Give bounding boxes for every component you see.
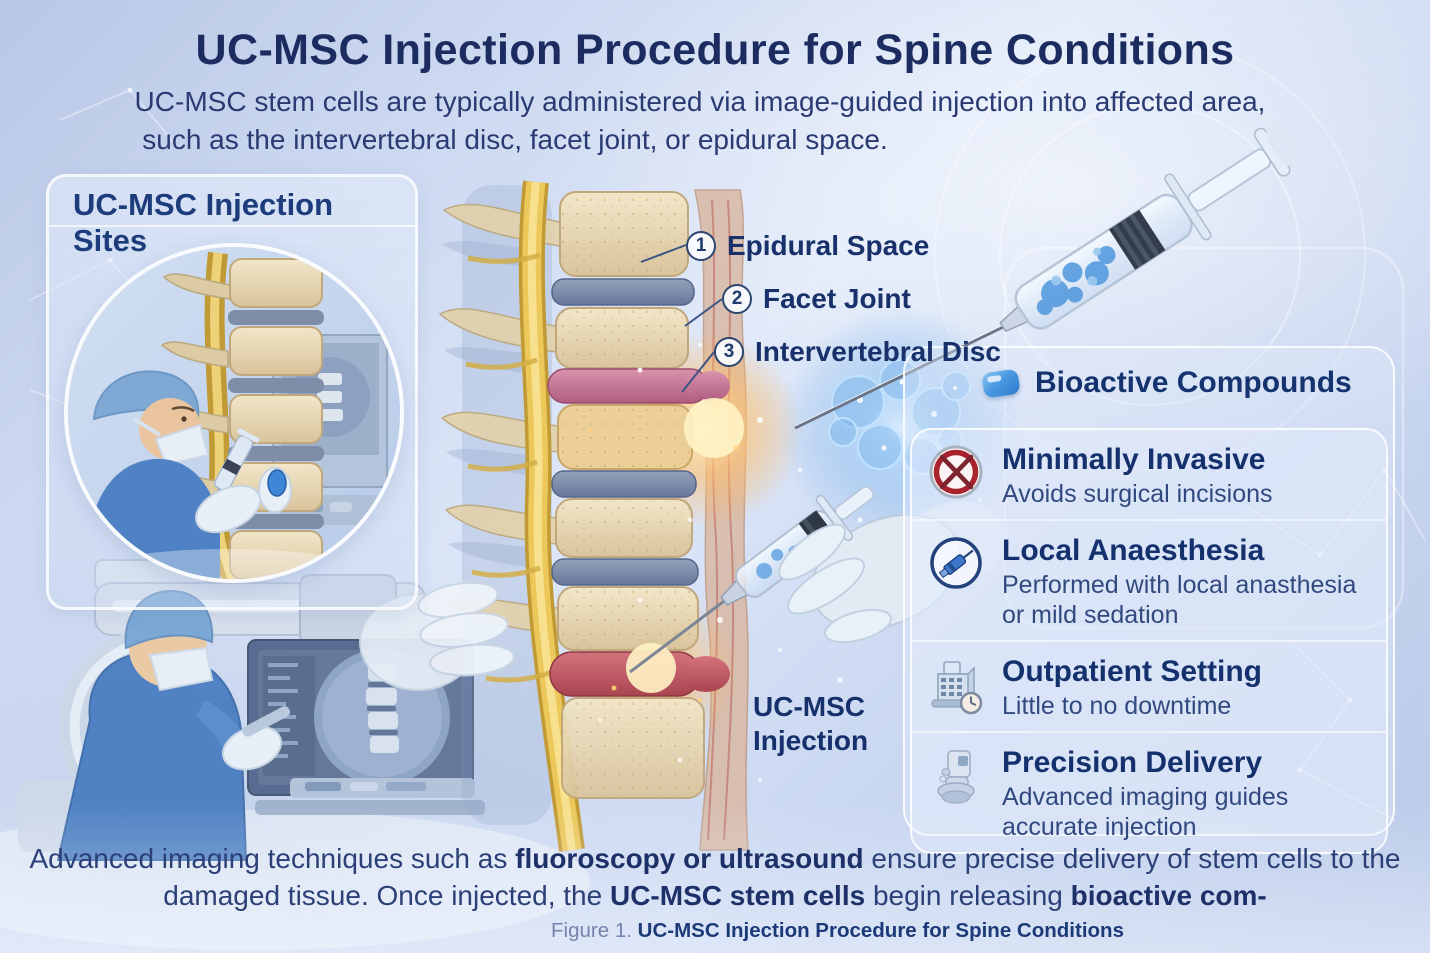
hospital-clock-icon (928, 654, 988, 721)
feature-local-anaesthesia: Local Anaesthesia Performed with local a… (912, 519, 1386, 640)
feature-minimally-invasive: Minimally Invasive Avoids surgical incis… (912, 430, 1386, 519)
syringe-top-illustration (794, 123, 1300, 430)
feature-precision-delivery: Precision Delivery Advanced imaging guid… (912, 731, 1386, 852)
benefits-list: Minimally Invasive Avoids surgical incis… (910, 428, 1388, 854)
site-label-epidural-space: 1 Epidural Space (686, 230, 929, 262)
bioactive-compounds-label: Bioactive Compounds (1035, 366, 1352, 399)
site-label-facet-joint: 2 Facet Joint (722, 283, 911, 315)
gloved-hand-left (359, 581, 515, 691)
label-leader-lines (640, 244, 723, 393)
benefits-panel-header: Bioactive Compounds (905, 348, 1393, 400)
feature-outpatient-setting: Outpatient Setting Little to no downtime (912, 640, 1386, 731)
procedure-inset-circle (64, 243, 404, 583)
site-number-1: 1 (686, 231, 716, 261)
site-number-3: 3 (714, 337, 744, 367)
syringe-icon (928, 533, 988, 630)
site-number-2: 2 (722, 284, 752, 314)
injection-sites-panel-title: UC-MSC Injection Sites (49, 177, 415, 258)
injection-sites-panel: UC-MSC Injection Sites (46, 174, 418, 610)
footer-line2: damaged tissue. Once injected, the UC-MS… (163, 880, 1267, 911)
no-incision-icon (928, 442, 988, 509)
benefits-panel: Bioactive Compounds Minimally Invasive A… (903, 346, 1395, 854)
uc-msc-injection-label: UC-MSC Injection (753, 691, 869, 756)
site-label-intervertebral-disc: 3 Intervertebral Disc (714, 336, 1001, 368)
subtitle-line1: UC-MSC stem cells are typically administ… (134, 86, 1266, 117)
footer-line1: Advanced imaging techniques such as fluo… (29, 843, 1401, 874)
figure-caption: Figure 1. UC-MSC Injection Procedure for… (551, 919, 1124, 942)
footer-haze (0, 803, 1430, 953)
imaging-machine-icon (928, 745, 988, 842)
inset-scene-illustration (68, 247, 400, 579)
page-title: UC-MSC Injection Procedure for Spine Con… (195, 26, 1235, 74)
capsule-icon (981, 368, 1021, 398)
spine-anatomy-illustration (359, 180, 803, 852)
syringe-hand-illustration (629, 485, 1007, 674)
subtitle-line2: such as the intervertebral disc, facet j… (142, 124, 888, 155)
